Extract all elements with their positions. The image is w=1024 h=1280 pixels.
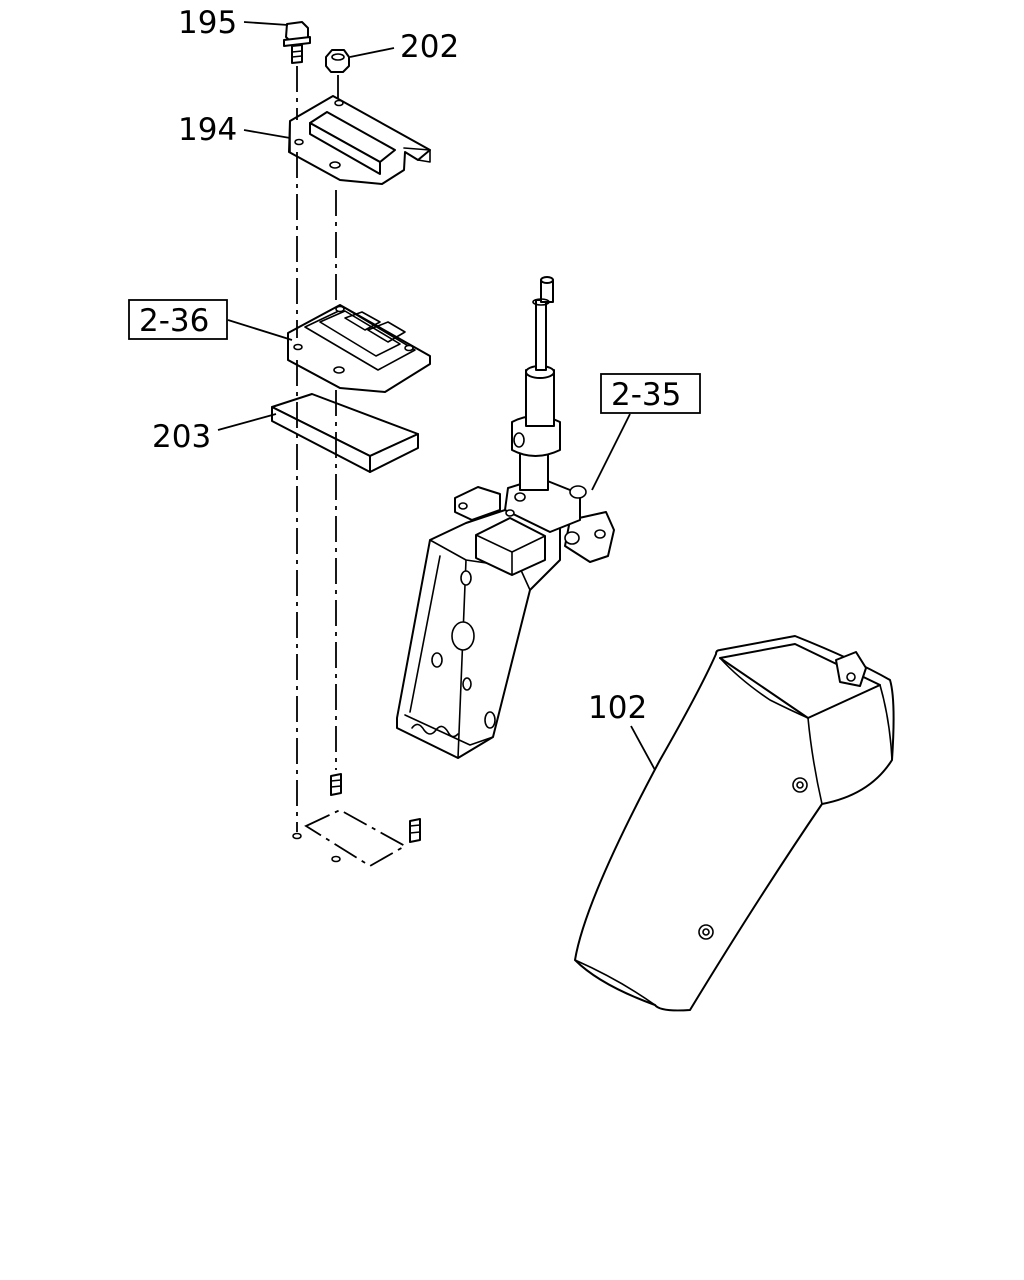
label-2-36-box <box>128 299 228 340</box>
label-194: 194 <box>178 112 237 148</box>
label-2-35-box <box>600 373 701 414</box>
label-102: 102 <box>588 690 647 726</box>
part-2-36-plate <box>287 304 431 393</box>
alignment-lines <box>296 66 339 832</box>
part-194-plate <box>288 95 431 185</box>
part-102-cover <box>574 635 895 1012</box>
part-202-nut <box>325 49 350 73</box>
label-195: 195 <box>178 5 237 41</box>
leader-lines <box>217 21 656 771</box>
part-labels: 195 202 194 2-36 203 2-35 102 <box>128 5 701 726</box>
floor-mounting <box>292 773 421 868</box>
label-2-35: 2-35 <box>611 377 681 413</box>
label-203: 203 <box>152 419 211 455</box>
part-203-pad <box>271 393 419 473</box>
part-195-bolt <box>283 21 311 64</box>
label-2-36: 2-36 <box>139 303 209 339</box>
part-2-35-lever-assembly <box>396 276 615 759</box>
label-202: 202 <box>400 29 459 65</box>
